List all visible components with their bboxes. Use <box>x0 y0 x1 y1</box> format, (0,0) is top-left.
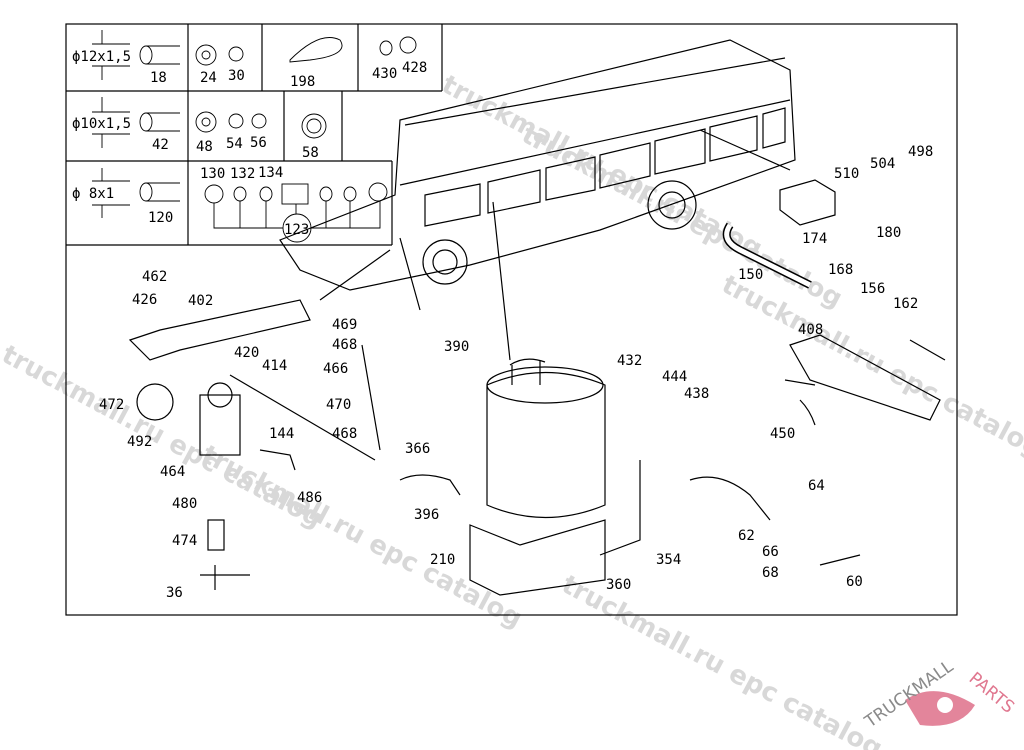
callout-label: 64 <box>808 478 825 494</box>
callout-label: 210 <box>430 552 455 568</box>
callout-label: 426 <box>132 292 157 308</box>
diagram-frame <box>65 23 958 616</box>
pipe-size-12x1.5: ϕ12x1,5 <box>72 49 131 65</box>
callout-label: 66 <box>762 544 779 560</box>
callout-label: 444 <box>662 369 687 385</box>
part-label: 430 <box>372 66 397 82</box>
callout-label: 450 <box>770 426 795 442</box>
components <box>128 179 946 596</box>
callout-label: 414 <box>262 358 287 374</box>
callout-label: 68 <box>762 565 779 581</box>
callout-label: 492 <box>127 434 152 450</box>
part-label: 54 <box>226 136 243 152</box>
callout-label: 462 <box>142 269 167 285</box>
part-label: 48 <box>196 139 213 155</box>
fittings-table: ϕ12x1,5 ϕ10x1,5 ϕ 8x1 18 24 30 198 430 428 42 4… <box>66 24 443 246</box>
callout-label: 504 <box>870 156 895 172</box>
callout-label: 480 <box>172 496 197 512</box>
callout-label: 474 <box>172 533 197 549</box>
callout-label: 366 <box>405 441 430 457</box>
callout-label: 36 <box>166 585 183 601</box>
callout-label: 472 <box>99 397 124 413</box>
callout-label: 360 <box>606 577 631 593</box>
callout-label: 402 <box>188 293 213 309</box>
part-label: 198 <box>290 74 315 90</box>
pipe-size-8x1: ϕ 8x1 <box>72 186 114 202</box>
part-label: 123 <box>284 222 309 238</box>
logo-text-parts: PARTS <box>965 669 1018 718</box>
callout-label: 468 <box>332 426 357 442</box>
callout-label: 150 <box>738 267 763 283</box>
callout-label: 498 <box>908 144 933 160</box>
callout-label: 156 <box>860 281 885 297</box>
callout-label: 390 <box>444 339 469 355</box>
callout-labels: 498 510 504 174 180 150 168 156 162 462 426 402 408 4… <box>99 144 933 601</box>
part-label: 428 <box>402 60 427 76</box>
callout-label: 486 <box>297 490 322 506</box>
callout-label: 408 <box>798 322 823 338</box>
callout-label: 174 <box>802 231 827 247</box>
watermark: truckmall.ru epc catalog <box>717 270 1024 465</box>
callout-label: 468 <box>332 337 357 353</box>
callout-label: 469 <box>332 317 357 333</box>
part-label: 18 <box>150 70 167 86</box>
part-label: 120 <box>148 210 173 226</box>
part-label: 24 <box>200 70 217 86</box>
callout-label: 354 <box>656 552 681 568</box>
watermark: truckmall.ru epc catalog <box>557 570 887 750</box>
callout-label: 144 <box>269 426 294 442</box>
callout-label: 438 <box>684 386 709 402</box>
callout-label: 510 <box>834 166 859 182</box>
pipe-size-10x1.5: ϕ10x1,5 <box>72 116 131 132</box>
callout-label: 466 <box>323 361 348 377</box>
callout-label: 180 <box>876 225 901 241</box>
watermark: truckmall.ru epc catalog <box>197 440 527 635</box>
callout-label: 464 <box>160 464 185 480</box>
part-label: 30 <box>228 68 245 84</box>
part-label: 58 <box>302 145 319 161</box>
callout-label: 62 <box>738 528 755 544</box>
callout-label: 168 <box>828 262 853 278</box>
bus-outline <box>279 39 796 361</box>
callout-label: 420 <box>234 345 259 361</box>
callout-label: 60 <box>846 574 863 590</box>
truckmall-logo: TRUCKMALL PARTS <box>861 656 1018 732</box>
part-label: 56 <box>250 135 267 151</box>
part-label: 132 <box>230 166 255 182</box>
callout-label: 162 <box>893 296 918 312</box>
callout-label: 470 <box>326 397 351 413</box>
part-label: 134 <box>258 165 283 181</box>
callout-label: 396 <box>414 507 439 523</box>
part-label: 130 <box>200 166 225 182</box>
callout-label: 432 <box>617 353 642 369</box>
part-label: 42 <box>152 137 169 153</box>
